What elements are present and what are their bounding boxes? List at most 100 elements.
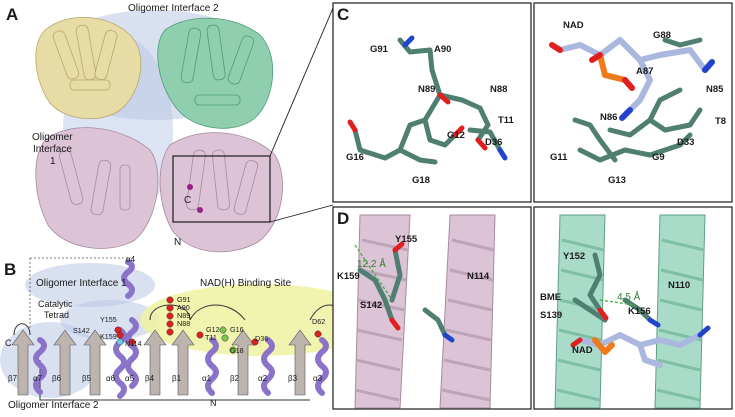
- label-a3: α3: [313, 374, 323, 383]
- strand-b1: [171, 329, 195, 396]
- panel-c-right-sticks: [557, 37, 708, 163]
- d-right-N110: N110: [668, 280, 690, 291]
- d-left-K159: K159: [337, 271, 360, 282]
- zoom-line-top: [269, 7, 334, 157]
- d-right-NAD: NAD: [572, 345, 593, 356]
- c-right-T8: T8: [715, 116, 726, 127]
- res-S142: S142: [73, 326, 90, 335]
- strand-b5: [83, 329, 107, 396]
- label-b3: β3: [288, 374, 298, 383]
- d-left-distance: 12.2 Å: [357, 257, 386, 270]
- helix-a7: [33, 337, 47, 395]
- d-left-S142: S142: [360, 300, 382, 311]
- oligomer-interface-1-b: Oligomer Interface 1: [36, 278, 127, 289]
- c-right-G13: G13: [608, 175, 626, 186]
- helix-a4: [121, 259, 135, 299]
- c-left-G18: G18: [412, 175, 430, 186]
- chain-yellow: [35, 16, 142, 120]
- distance-line-left: [354, 244, 393, 301]
- label-a7: α7: [33, 374, 43, 383]
- panel-a: A Oligomer Interface 2 Oligomer Interfac…: [6, 3, 334, 253]
- panel-d: D Y155 K159 N114 S142 12.2 Å: [332, 206, 733, 410]
- d-right-BME: BME: [540, 292, 561, 303]
- nad-binding-label: NAD(H) Binding Site: [200, 278, 292, 289]
- catalytic-l1: Catalytic: [38, 299, 73, 309]
- res-N114: N114: [125, 339, 142, 348]
- helix-a2: [261, 337, 275, 396]
- panel-c-right-frame: [533, 2, 733, 203]
- panel-d-left-sticks: [357, 247, 448, 338]
- oligomer-interface-2-b: Oligomer Interface 2: [8, 400, 99, 411]
- chain-pink-left: [35, 127, 159, 249]
- c-right-NAD: NAD: [563, 20, 584, 31]
- strand-b4: [143, 329, 167, 396]
- strand-b7: [11, 329, 35, 396]
- d-left-N114: N114: [467, 271, 490, 282]
- panel-b: B Oligomer Interface 1 Catalytic Tetrad …: [0, 255, 380, 411]
- panel-c-letter: C: [337, 5, 349, 24]
- res-A90: A90: [177, 303, 190, 312]
- res-G18: G18: [230, 346, 244, 355]
- n-label-b: N: [210, 398, 217, 408]
- label-a2: α2: [258, 374, 268, 383]
- topology: [11, 259, 346, 401]
- panel-c-left-frame: [332, 2, 532, 203]
- d-right-S139: S139: [540, 310, 562, 321]
- res-N88: N88: [177, 319, 190, 328]
- c-left-G91: G91: [370, 44, 389, 55]
- res-D62: D62: [312, 317, 325, 326]
- c-left-G16: G16: [346, 152, 364, 163]
- c-label-b: C: [5, 338, 12, 348]
- topology-residue-labels: S142 Y155 K159 N114 G91 A90 N89 N88 G12 …: [73, 295, 325, 355]
- oligomer-interface-1-label-l2: Interface: [33, 144, 72, 155]
- panel-a-letter: A: [6, 5, 18, 24]
- label-a1: α1: [202, 374, 212, 383]
- n-terminus-label: N: [174, 237, 181, 248]
- chain-green: [157, 17, 274, 129]
- d-right-K156: K156: [628, 306, 651, 317]
- res-G12: G12: [206, 325, 220, 334]
- strand-b3: [288, 329, 312, 396]
- strand-b6: [53, 329, 77, 396]
- res-N89: N89: [177, 311, 190, 320]
- d-right-Y152: Y152: [563, 251, 585, 262]
- oligomer-interface-1-label-l3: 1: [50, 156, 56, 167]
- distance-line-right: [599, 299, 636, 306]
- chain-pink-right: [159, 132, 283, 253]
- c-right-G88: G88: [653, 30, 671, 41]
- label-b5: β5: [82, 374, 92, 383]
- res-G91: G91: [177, 295, 191, 304]
- c-left-G12: G12: [447, 130, 465, 141]
- c-left-N88: N88: [490, 84, 507, 95]
- c-right-G9: G9: [652, 152, 665, 163]
- active-site-marker: [197, 207, 203, 213]
- zoom-line-bottom: [269, 204, 334, 223]
- c-left-A90: A90: [434, 44, 451, 55]
- panel-d-right-sticks: [572, 252, 703, 368]
- c-terminus-label: C: [184, 195, 191, 206]
- res-G16: G16: [230, 325, 244, 334]
- topology-element-labels: β7 α7 β6 β5 α6 α5 α4 β4 β1 α1 β2 α2 β3 α…: [8, 255, 323, 383]
- d-left-Y155: Y155: [395, 234, 418, 245]
- panel-d-right-helices: [554, 214, 706, 409]
- active-site-marker: [187, 184, 193, 190]
- res-K159: K159: [100, 332, 117, 341]
- label-a6: α6: [106, 374, 116, 383]
- c-left-T11: T11: [498, 115, 515, 126]
- oligomer-interface-2-label: Oligomer Interface 2: [128, 3, 219, 14]
- c-right-D33: D33: [677, 137, 694, 148]
- helix-a1: [205, 337, 219, 396]
- oligomer-interface-1-label-l1: Oligomer: [32, 132, 73, 143]
- label-a5: α5: [125, 374, 135, 383]
- c-left-N89: N89: [418, 84, 435, 95]
- label-b7: β7: [8, 374, 18, 383]
- label-b2: β2: [230, 374, 240, 383]
- c-right-A87: A87: [636, 66, 653, 77]
- d-right-distance: 4.5 Å: [617, 290, 641, 303]
- panel-b-letter: B: [4, 260, 16, 279]
- panel-d-letter: D: [337, 209, 349, 228]
- res-Y155: Y155: [100, 315, 117, 324]
- helix-a5: [125, 317, 139, 389]
- res-D36: D36: [255, 334, 268, 343]
